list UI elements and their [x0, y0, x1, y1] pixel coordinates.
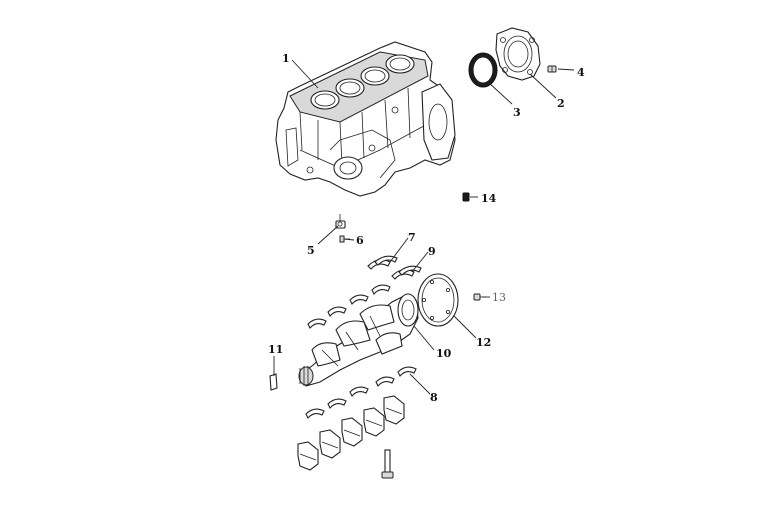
rear-oil-seal: [468, 52, 498, 88]
leader-lines: [273, 59, 575, 395]
callout-3: 3: [513, 106, 521, 119]
dowel-pin: [269, 373, 278, 391]
piston-cooling-jet: [335, 214, 346, 229]
callout-2: 2: [557, 97, 565, 110]
upper-bearing-shell-pair: [367, 255, 398, 270]
callout-12: 12: [476, 336, 491, 349]
callout-8: 8: [430, 391, 438, 404]
callout-14: 14: [481, 192, 497, 205]
callout-4: 4: [577, 66, 585, 79]
cylinder-block: [275, 41, 456, 197]
callout-5: 5: [307, 244, 315, 257]
callout-11: 11: [268, 343, 283, 356]
callout-13: 13: [492, 291, 506, 304]
callout-1: 1: [282, 52, 290, 65]
housing-bolt: [547, 65, 557, 73]
block-plug: [462, 192, 470, 202]
main-cap-bolt: [381, 449, 394, 479]
callout-9: 9: [428, 245, 436, 258]
thrust-bearing-shell: [391, 265, 422, 280]
main-bearing-caps: [297, 395, 405, 471]
rear-seal-housing: [495, 27, 541, 81]
callout-7: 7: [408, 231, 416, 244]
flywheel-spacer-plate: [417, 273, 459, 327]
callout-10: 10: [436, 347, 452, 360]
main-bearing-shells-upper: [307, 284, 391, 329]
main-bearing-shells-lower: [305, 366, 417, 419]
callout-labels: 1 2 3 4 5 6 7 8 9 10 11 12 13 14: [268, 52, 585, 404]
callout-6: 6: [356, 234, 364, 247]
crankshaft: [298, 293, 419, 387]
